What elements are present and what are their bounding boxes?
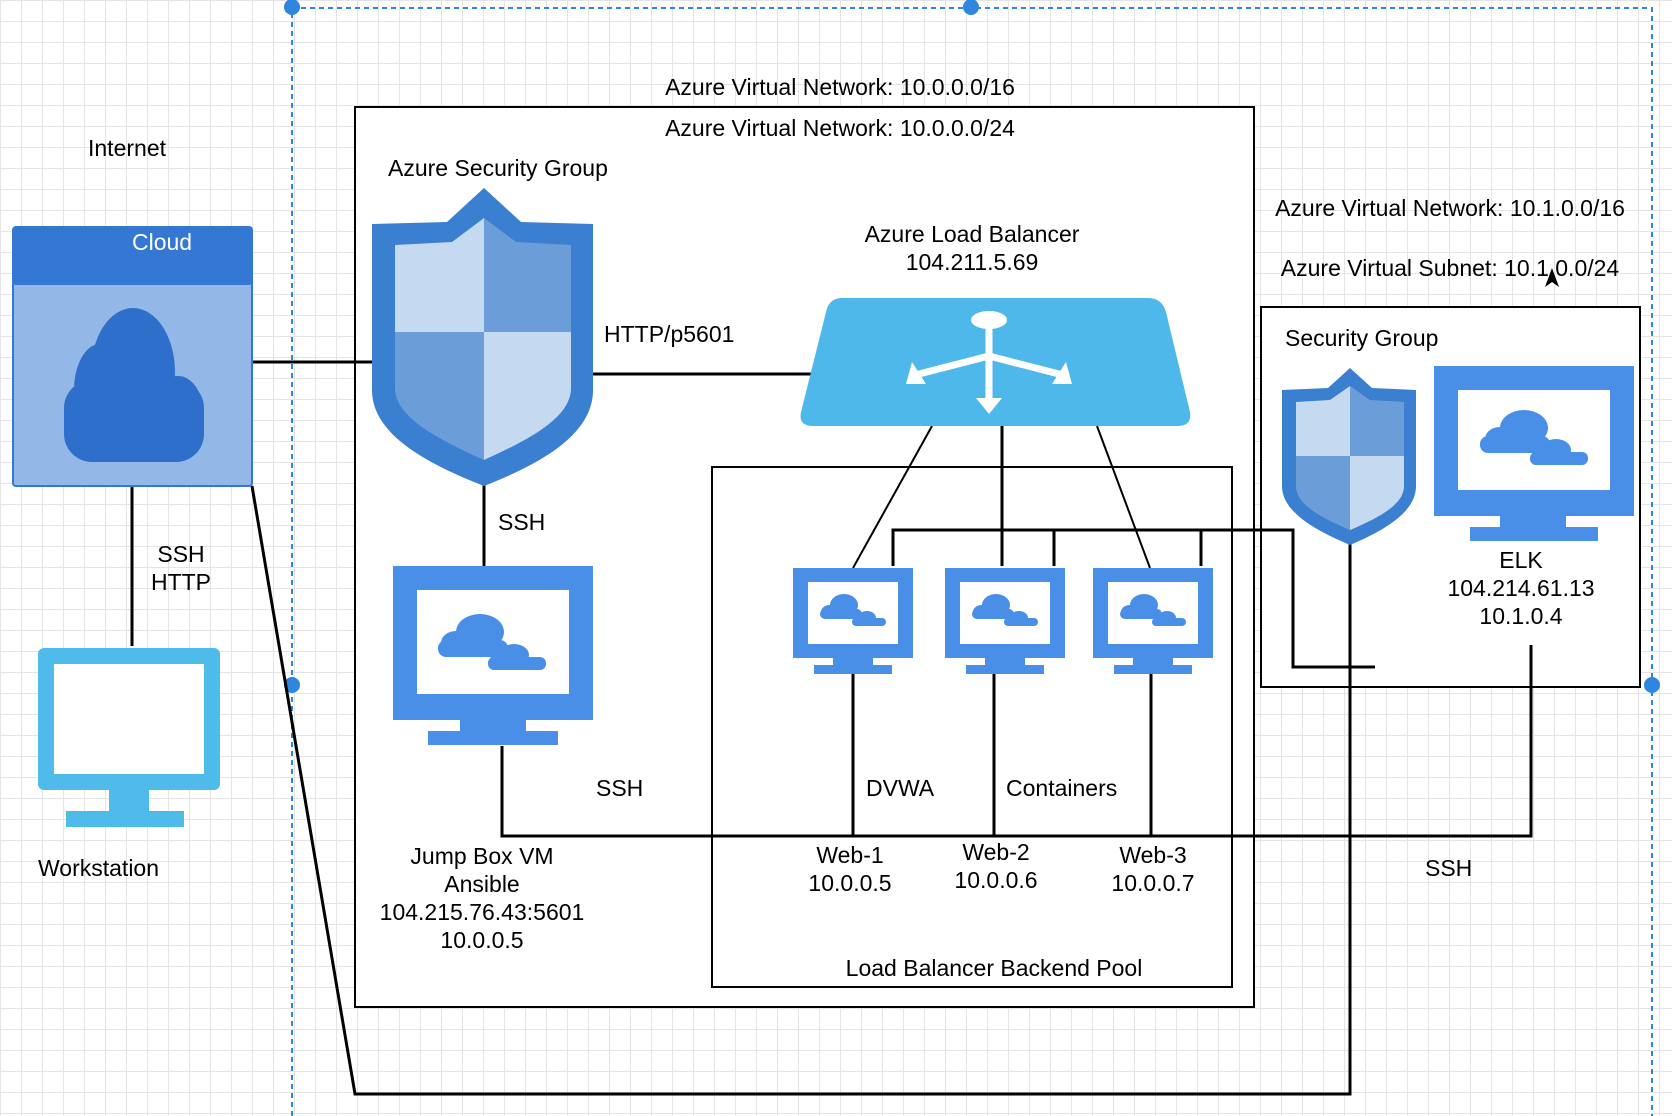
lb-to-web1-line <box>852 425 933 569</box>
selection-handle[interactable] <box>1644 677 1660 693</box>
elk-security-group-shield-icon[interactable] <box>1282 368 1416 545</box>
cloud-node[interactable] <box>12 226 253 487</box>
jumpbox-public-ip: 104.215.76.43:5601 <box>379 899 585 925</box>
lb-to-web3-line <box>1096 425 1151 569</box>
elk-vnet-label: Azure Virtual Network: 10.1.0.0/16 <box>1275 195 1625 221</box>
selection-handle[interactable] <box>284 0 300 15</box>
ssh-elk-label: SSH <box>1425 855 1473 881</box>
workstation-label: Workstation <box>38 855 160 881</box>
jumpbox-name: Jump Box VM <box>410 843 554 869</box>
elk-private-ip: 10.1.0.4 <box>1479 603 1563 629</box>
elk-subnet-label: Azure Virtual Subnet: 10.1.0.0/24 <box>1280 255 1620 281</box>
elk-security-group-label: Security Group <box>1285 325 1439 351</box>
jumpbox-role: Ansible <box>444 871 520 897</box>
ssh-jumpbox-line-label: SSH <box>596 775 644 801</box>
http-port-label: HTTP/p5601 <box>604 321 735 347</box>
elk-public-ip: 104.214.61.13 <box>1447 575 1595 601</box>
elk-name: ELK <box>1499 547 1543 573</box>
selection-handle[interactable] <box>284 677 300 693</box>
web3-ip: 10.0.0.7 <box>1111 870 1195 896</box>
web2-ip: 10.0.0.6 <box>954 867 1038 893</box>
selection-handle[interactable] <box>963 0 979 15</box>
backend-pool-label: Load Balancer Backend Pool <box>845 955 1143 981</box>
web1-vm-monitor-icon[interactable] <box>793 568 913 674</box>
http-label: HTTP <box>150 569 212 595</box>
elk-bus-line <box>891 528 1375 669</box>
mouse-cursor-icon <box>1545 268 1559 287</box>
azure-security-group-shield-icon[interactable] <box>372 188 593 486</box>
connection-lines <box>130 360 1533 1096</box>
cloud-icon <box>438 614 546 670</box>
containers-label: Containers <box>1006 775 1118 801</box>
web2-name: Web-2 <box>962 839 1030 865</box>
web3-vm-monitor-icon[interactable] <box>1093 568 1213 674</box>
internet-label: Internet <box>88 135 166 161</box>
security-group-label: Azure Security Group <box>388 155 608 181</box>
vnet-outer-label: Azure Virtual Network: 10.0.0.0/16 <box>665 74 1015 100</box>
web1-ip: 10.0.0.5 <box>808 870 892 896</box>
cloud-to-elk-line <box>250 485 1352 1096</box>
cloud-title: Cloud <box>132 229 193 255</box>
azure-load-balancer-icon[interactable] <box>800 298 1191 426</box>
workstation-monitor-icon[interactable] <box>38 648 220 827</box>
load-balancer-ip: 104.211.5.69 <box>905 249 1039 275</box>
web2-vm-monitor-icon[interactable] <box>945 568 1065 674</box>
load-balancer-title: Azure Load Balancer <box>864 221 1080 247</box>
vnet-inner-label: Azure Virtual Network: 10.0.0.0/24 <box>665 115 1015 141</box>
web1-name: Web-1 <box>816 842 884 868</box>
elk-vm-monitor-icon[interactable] <box>1434 366 1634 541</box>
selection-frame[interactable] <box>284 0 1660 1116</box>
ssh-to-jumpbox-label: SSH <box>498 509 546 535</box>
cloud-icon <box>1480 410 1588 465</box>
dvwa-label: DVWA <box>866 775 935 801</box>
ssh-label: SSH <box>157 541 205 567</box>
web3-name: Web-3 <box>1119 842 1187 868</box>
jumpbox-vm-monitor-icon[interactable] <box>393 566 593 745</box>
jumpbox-ssh-bus-line <box>500 645 1533 838</box>
jumpbox-private-ip: 10.0.0.5 <box>440 927 524 953</box>
backend-pool-container[interactable] <box>711 466 1233 988</box>
cloud-icon <box>64 308 204 462</box>
